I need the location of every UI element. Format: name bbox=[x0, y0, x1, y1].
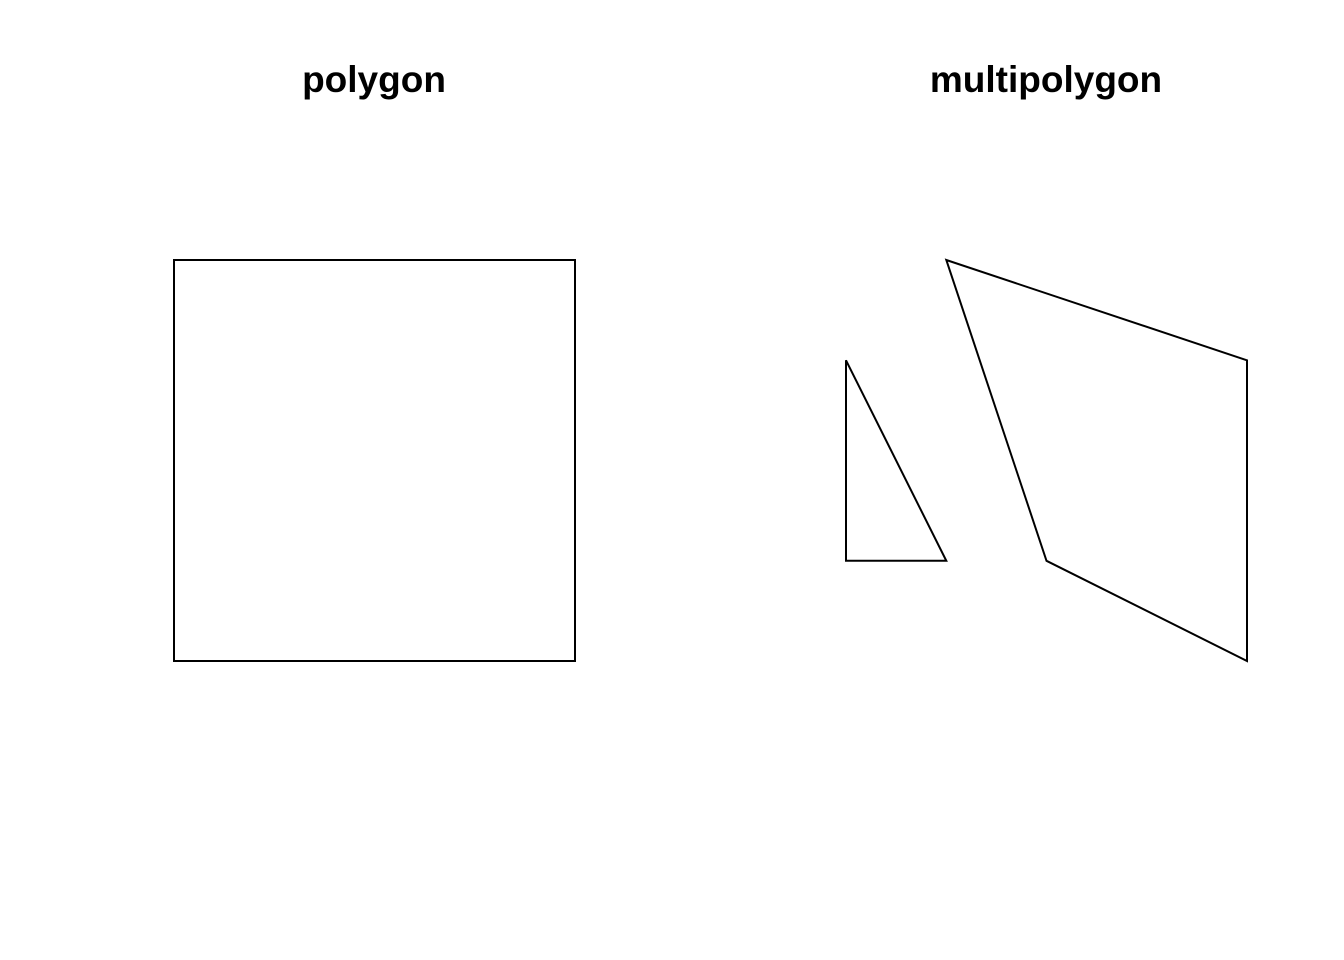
multipolygon-panel: multipolygon bbox=[672, 0, 1344, 960]
panel-title-multipolygon: multipolygon bbox=[929, 59, 1163, 100]
multipolygon-shape-1 bbox=[845, 359, 948, 562]
polygon-panel: polygon bbox=[302, 59, 446, 100]
multipolygon-shape-2 bbox=[944, 258, 1248, 663]
multipolygon-geometry bbox=[845, 258, 1248, 663]
polygon-geometry bbox=[173, 259, 576, 662]
panel-title-polygon: polygon bbox=[302, 59, 446, 100]
polygon-shape-1 bbox=[173, 259, 576, 662]
